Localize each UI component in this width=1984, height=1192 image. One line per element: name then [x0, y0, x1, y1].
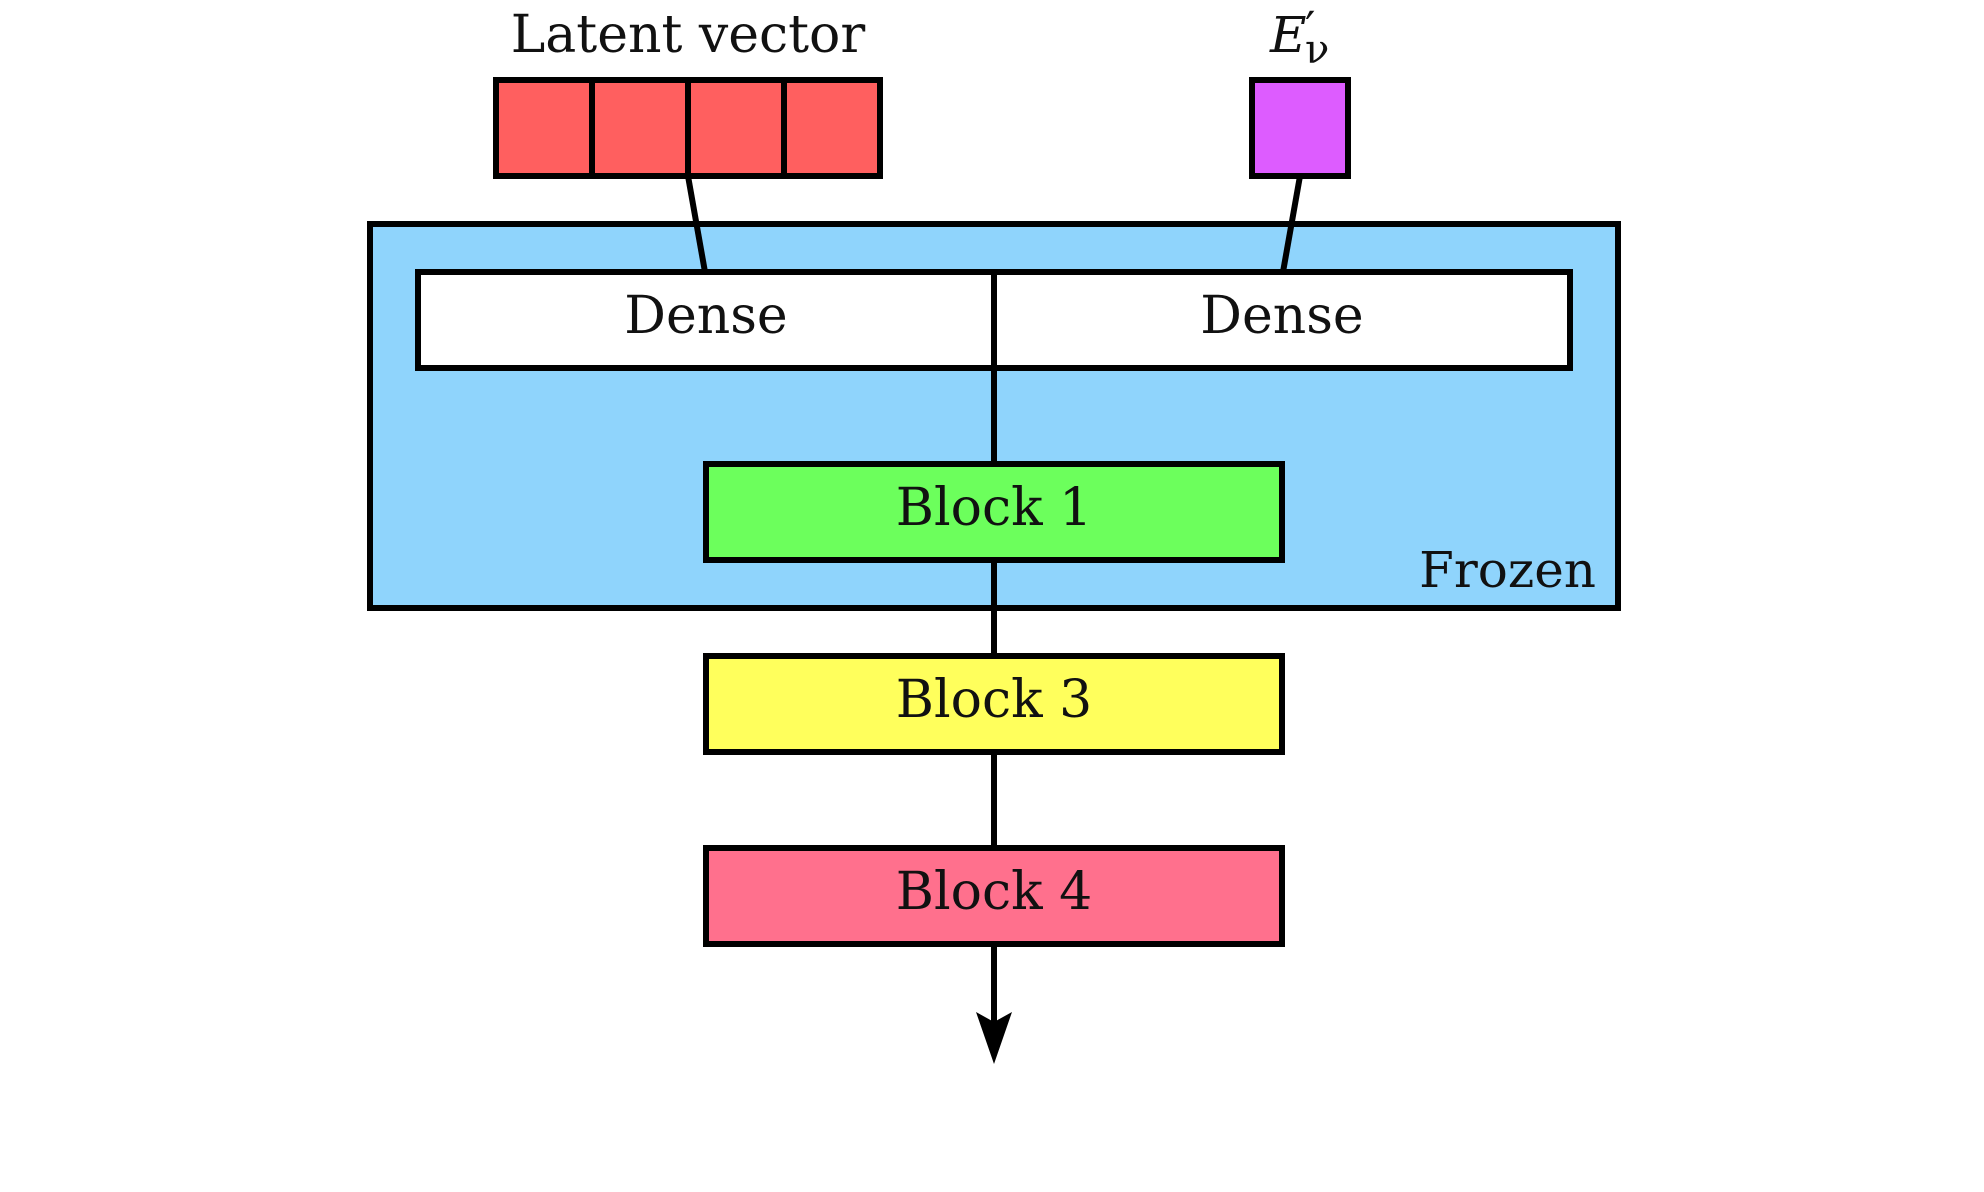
frozen-label: Frozen	[1419, 541, 1596, 599]
block-1	[703, 461, 1285, 563]
latent-vector	[493, 77, 883, 179]
dense-layer-right	[991, 269, 1573, 371]
svg-text:ν: ν	[1305, 27, 1329, 73]
latent-vector-label: Latent vector	[511, 5, 866, 65]
dense-right-label: Dense	[1200, 286, 1363, 346]
energy-input-cell	[1249, 77, 1351, 179]
svg-text:E: E	[1269, 6, 1307, 64]
latent-vector-cell	[493, 77, 595, 179]
svg-text:′: ′	[1305, 1, 1315, 55]
latent-vector-cell	[589, 77, 691, 179]
dense-left-label: Dense	[624, 286, 787, 346]
latent-vector-cell	[685, 77, 787, 179]
block-1-label: Block 1	[896, 478, 1092, 538]
block-4	[703, 845, 1285, 947]
energy-label: E ′ ν	[1269, 1, 1329, 73]
output-arrowhead-icon	[976, 1012, 1012, 1064]
block-3-label: Block 3	[896, 670, 1092, 730]
latent-to-dense-connector	[685, 175, 708, 273]
block-4-label: Block 4	[896, 862, 1092, 922]
latent-vector-cell	[781, 77, 883, 179]
block-3	[703, 653, 1285, 755]
energy-to-dense-connector	[1280, 175, 1303, 273]
